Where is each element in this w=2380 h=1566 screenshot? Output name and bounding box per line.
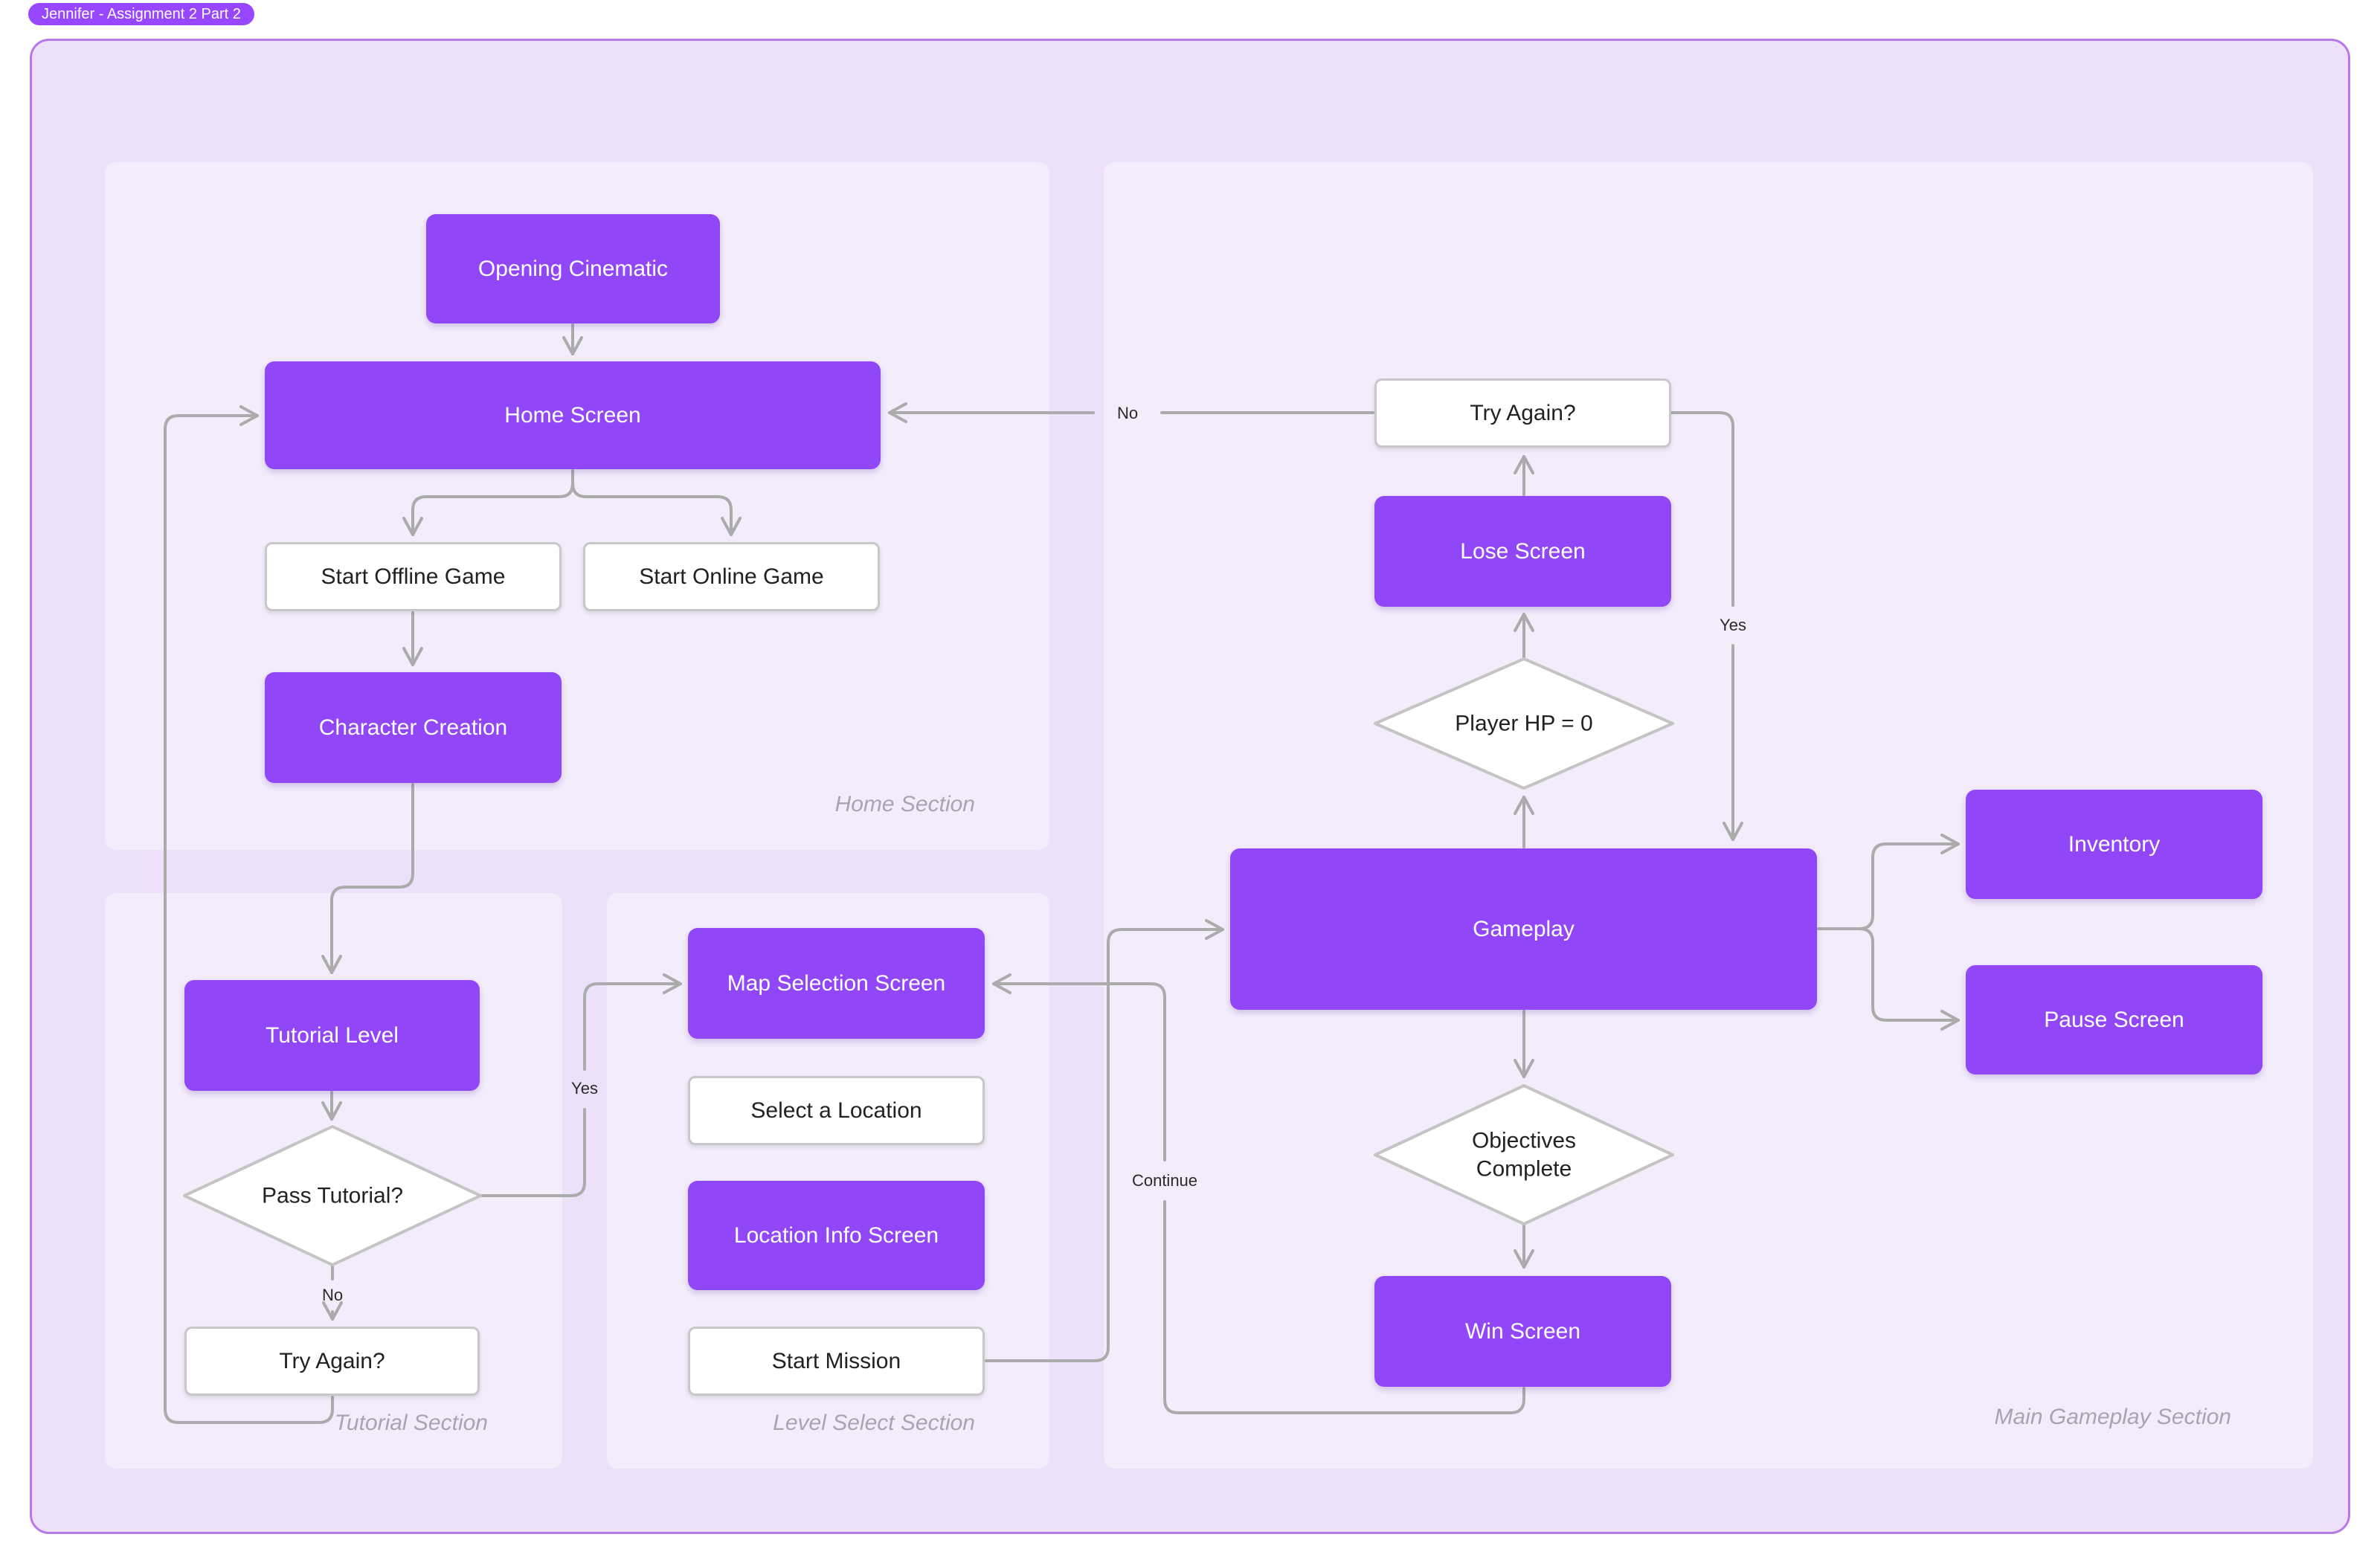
edge-label-tutorial-yes: Yes [571,1079,598,1098]
node-label: Start Online Game [639,564,824,589]
decision-diamonds[interactable] [183,657,1674,1266]
node-try-again-main[interactable]: Try Again? [1374,378,1671,448]
node-label: Tutorial Level [266,1022,399,1048]
node-character-creation[interactable]: Character Creation [265,672,562,783]
diamond-label-player-hp-zero: Player HP = 0 [1455,711,1593,736]
node-home-screen[interactable]: Home Screen [265,361,881,469]
file-title-badge[interactable]: Jennifer - Assignment 2 Part 2 [28,3,254,25]
node-inventory[interactable]: Inventory [1966,790,2262,899]
node-start-mission[interactable]: Start Mission [688,1327,985,1396]
diamond-objectives-complete[interactable] [1374,1084,1674,1225]
node-label: Start Offline Game [321,564,506,589]
node-label: Character Creation [318,715,508,740]
node-start-online-game[interactable]: Start Online Game [583,542,880,611]
connectors [164,323,1960,1424]
node-tutorial-level[interactable]: Tutorial Level [184,980,480,1091]
diamond-pass-tutorial[interactable] [183,1125,482,1266]
section-main-gameplay-label: Main Gameplay Section [1994,1405,2232,1429]
node-label: Home Screen [504,402,641,428]
diamond-label-objectives-complete: Objectives Complete [1471,1128,1577,1182]
node-win-screen[interactable]: Win Screen [1374,1276,1671,1387]
diamond-player-hp-zero[interactable] [1374,657,1674,790]
node-label: Location Info Screen [733,1222,939,1248]
node-label: Lose Screen [1460,538,1586,564]
node-label: Opening Cinematic [477,256,669,281]
edge-label-main-yes: Yes [1720,616,1746,634]
node-pause-screen[interactable]: Pause Screen [1966,965,2262,1074]
node-label: Gameplay [1473,916,1575,941]
node-label: Pause Screen [2044,1007,2184,1032]
node-select-a-location[interactable]: Select a Location [688,1076,985,1145]
node-gameplay[interactable]: Gameplay [1230,848,1817,1010]
node-label: Start Mission [771,1348,901,1373]
node-opening-cinematic[interactable]: Opening Cinematic [426,214,720,323]
section-level-select-label: Level Select Section [773,1411,975,1435]
node-try-again-tutorial[interactable]: Try Again? [184,1327,480,1396]
node-label: Map Selection Screen [727,970,946,996]
edge-label-continue: Continue [1131,1171,1198,1190]
section-home-label: Home Section [834,792,975,816]
node-label: Try Again? [1470,400,1576,425]
node-map-selection-screen[interactable]: Map Selection Screen [688,928,985,1039]
edge-label-main-no: No [1116,404,1139,422]
edge-label-tutorial-no: No [321,1286,344,1304]
node-label: Win Screen [1464,1318,1581,1344]
node-location-info-screen[interactable]: Location Info Screen [688,1181,985,1290]
section-tutorial-label: Tutorial Section [334,1411,488,1435]
node-label: Inventory [2068,831,2161,857]
diamond-label-pass-tutorial: Pass Tutorial? [261,1183,404,1208]
node-label: Select a Location [750,1098,922,1123]
node-lose-screen[interactable]: Lose Screen [1374,496,1671,607]
node-start-offline-game[interactable]: Start Offline Game [265,542,562,611]
node-label: Try Again? [279,1348,385,1373]
